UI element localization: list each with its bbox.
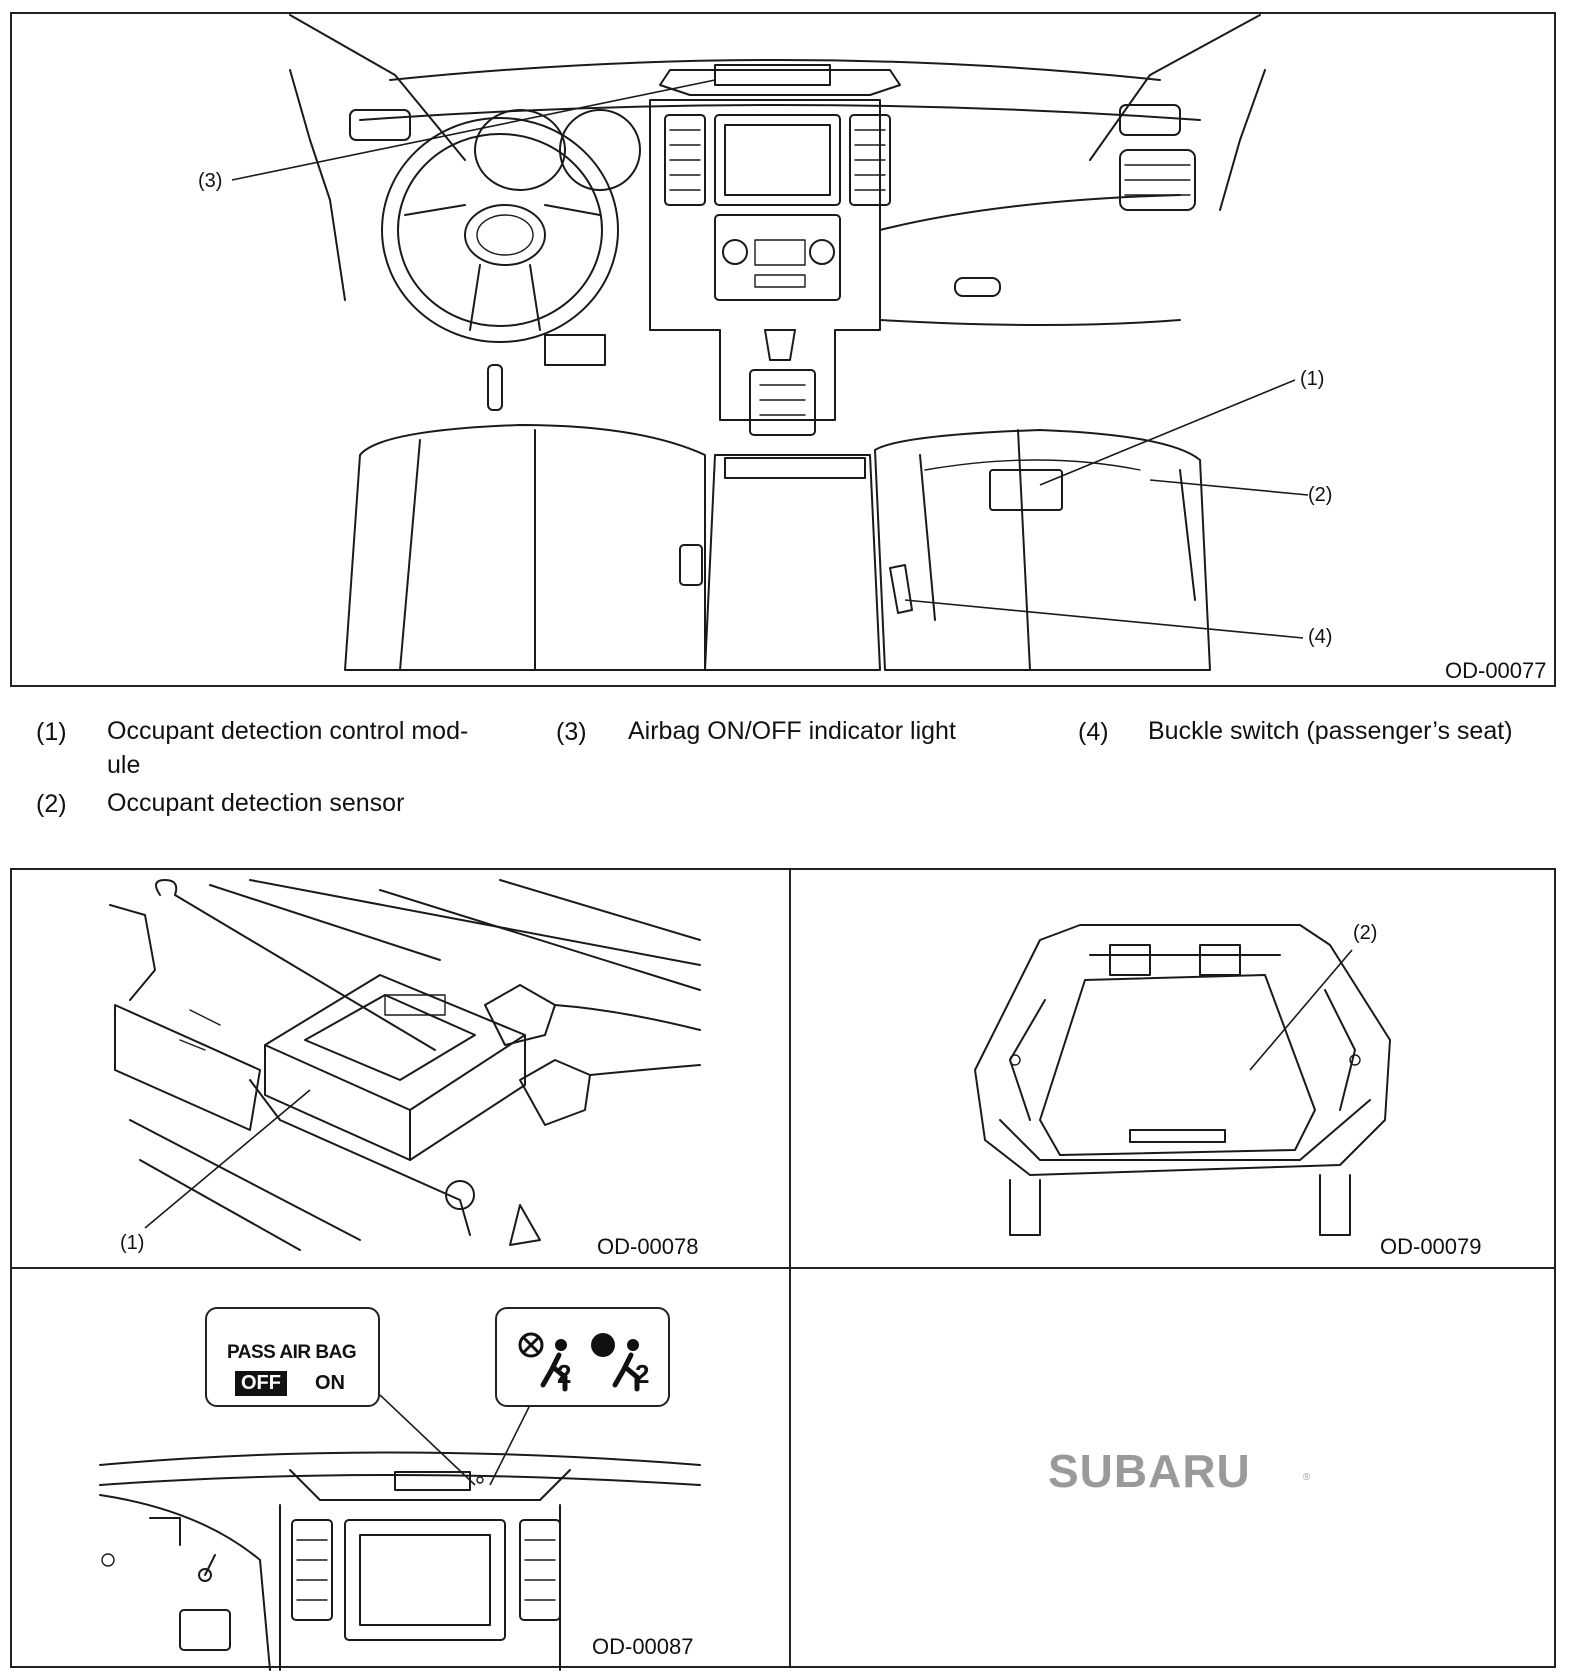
callout-2: (2) bbox=[1308, 484, 1333, 506]
legend-text-2: Occupant detection sensor bbox=[107, 789, 405, 817]
figure-code-module: OD-00078 bbox=[597, 1234, 699, 1259]
panel-divider-horizontal bbox=[10, 1267, 1556, 1269]
airbag-on-label: ON bbox=[315, 1372, 345, 1394]
subaru-logo: SUBARU bbox=[1048, 1445, 1251, 1497]
callout-1: (1) bbox=[1300, 368, 1325, 390]
legend-num-4: (4) bbox=[1078, 718, 1109, 746]
airbag-on-subscript: 2 bbox=[635, 1359, 650, 1389]
legend-num-1: (1) bbox=[36, 718, 67, 746]
pass-airbag-title: PASS AIR BAG bbox=[227, 1342, 357, 1363]
legend-text-3: Airbag ON/OFF indicator light bbox=[628, 717, 956, 745]
airbag-icons-badge: 2 2 bbox=[495, 1307, 670, 1407]
legend-text-1: Occupant detection control mod-ule bbox=[107, 717, 469, 779]
pass-airbag-badge: PASS AIR BAG OFF ON bbox=[205, 1307, 380, 1407]
figure-code-main: OD-00077 bbox=[1445, 658, 1547, 683]
airbag-off-icon bbox=[518, 1332, 568, 1392]
airbag-off-subscript: 2 bbox=[557, 1359, 572, 1389]
module-callout-1: (1) bbox=[120, 1232, 145, 1254]
dashboard-illustration bbox=[231, 14, 1309, 671]
sensor-callout-2: (2) bbox=[1353, 922, 1378, 944]
airbag-on-icon bbox=[591, 1333, 640, 1392]
figure-code-indicator: OD-00087 bbox=[592, 1634, 694, 1659]
registered-mark-icon: ® bbox=[1303, 1472, 1311, 1483]
legend-num-2: (2) bbox=[36, 790, 67, 818]
figure-code-sensor: OD-00079 bbox=[1380, 1234, 1482, 1259]
airbag-off-label: OFF bbox=[235, 1371, 287, 1396]
main-figure-frame bbox=[10, 12, 1556, 687]
callout-4: (4) bbox=[1308, 626, 1333, 648]
legend-text-4: Buckle switch (passenger’s seat) bbox=[1148, 717, 1513, 745]
callout-3: (3) bbox=[198, 170, 223, 192]
legend-num-3: (3) bbox=[556, 718, 587, 746]
